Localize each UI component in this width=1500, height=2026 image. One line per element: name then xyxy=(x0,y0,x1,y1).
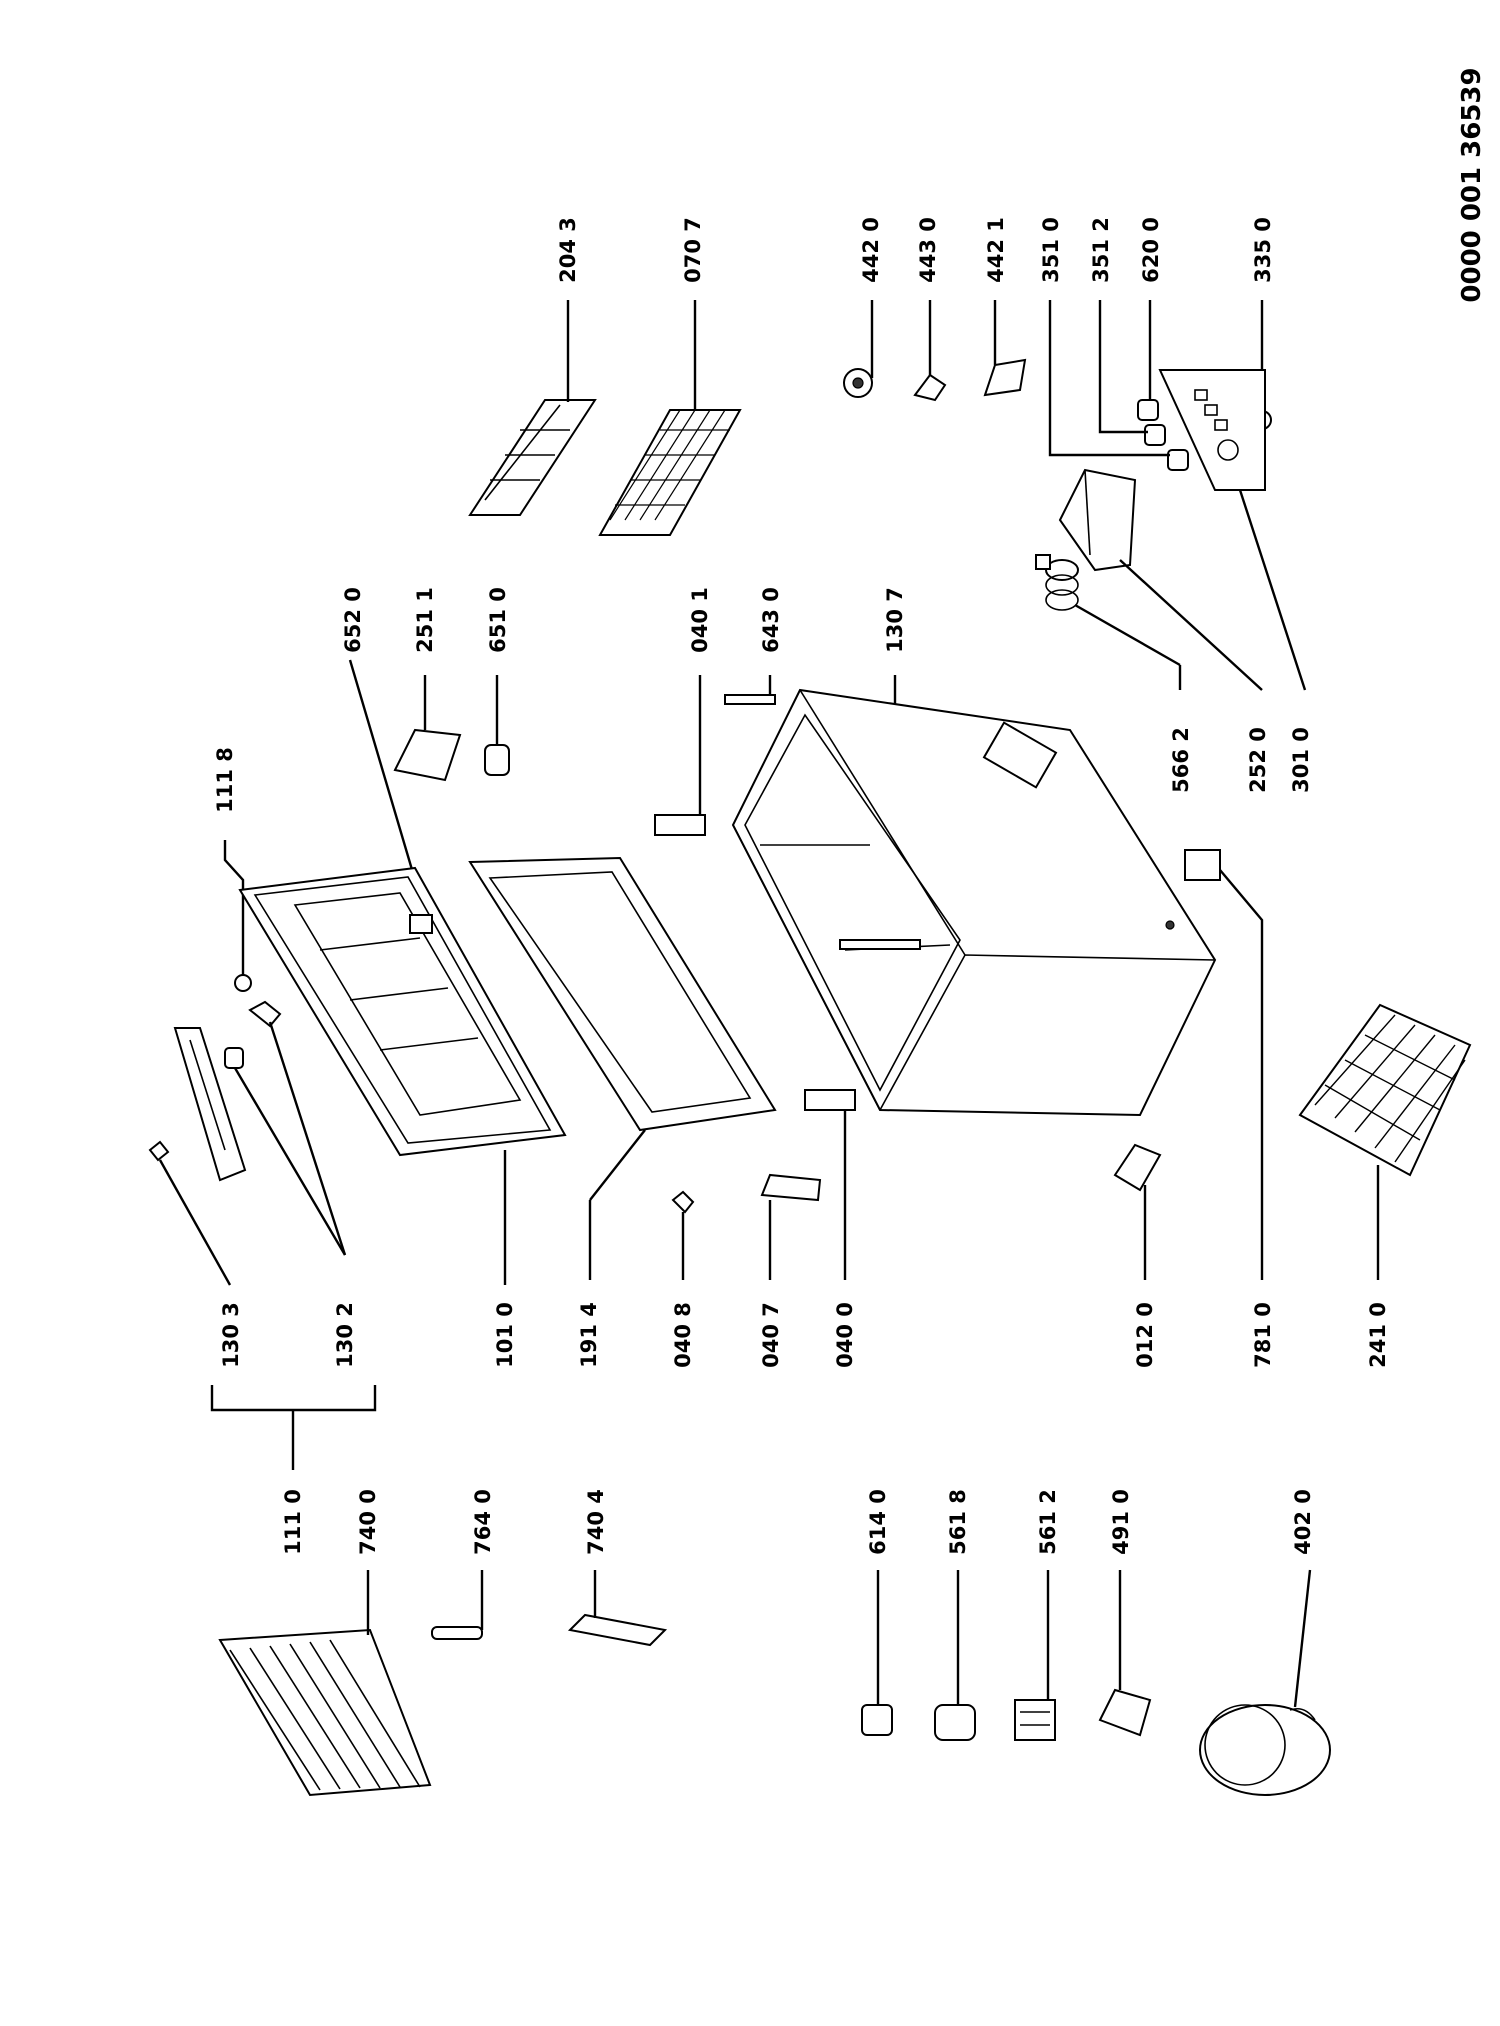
part-101-0-lid xyxy=(238,866,567,1285)
part-442-1-bracket xyxy=(983,300,1027,397)
label-764-0: 764 0 xyxy=(471,1489,495,1555)
label-620-0: 620 0 xyxy=(1139,217,1163,283)
part-443-0-bracket xyxy=(913,300,947,402)
part-351-2-lamp xyxy=(1098,300,1166,446)
label-040-7: 040 7 xyxy=(759,1302,783,1368)
part-643-0-strip xyxy=(724,675,776,705)
part-620-0-lamp xyxy=(1137,300,1159,421)
part-402-0-compressor xyxy=(1199,1569,1331,1796)
part-740-4-bracket xyxy=(567,1570,668,1647)
part-561-2-starter xyxy=(1014,1570,1056,1741)
label-561-2: 561 2 xyxy=(1036,1489,1060,1555)
part-191-4-gasket xyxy=(468,856,777,1280)
label-491-0: 491 0 xyxy=(1109,1489,1133,1555)
leader-652-0 xyxy=(348,659,420,891)
label-040-1: 040 1 xyxy=(688,587,712,653)
label-111-8: 111 8 xyxy=(213,747,237,813)
part-040-7-hinge-cover xyxy=(760,1173,822,1280)
part-251-1-component xyxy=(393,675,462,782)
label-740-0: 740 0 xyxy=(356,1489,380,1555)
part-252-0-relay-housing xyxy=(1058,468,1263,691)
part-561-8-overload xyxy=(934,1570,976,1741)
part-442-0-thermostat xyxy=(843,300,874,398)
label-301-0: 301 0 xyxy=(1289,727,1313,793)
part-cabinet-body xyxy=(731,688,1217,1117)
part-070-7-grille xyxy=(598,300,742,536)
part-491-0-cover xyxy=(1098,1570,1152,1737)
reference-number: 0000 001 36539 xyxy=(1457,67,1487,302)
part-764-0-filter-drier xyxy=(431,1570,484,1640)
part-204-3-shelf-tray xyxy=(468,300,597,516)
part-651-0-lamp-holder xyxy=(484,675,510,776)
label-252-0: 252 0 xyxy=(1246,727,1270,793)
part-040-8-screw xyxy=(671,1190,695,1280)
part-781-0-plate xyxy=(1184,849,1264,1280)
label-130-3: 130 3 xyxy=(219,1302,243,1368)
part-130-3-handle xyxy=(148,1027,247,1286)
part-241-0-basket xyxy=(1298,1003,1472,1280)
label-101-0: 101 0 xyxy=(493,1302,517,1368)
part-040-0-hinge xyxy=(804,1089,856,1280)
label-130-2: 130 2 xyxy=(333,1302,357,1368)
label-402-0: 402 0 xyxy=(1291,1489,1315,1555)
part-566-2-spring xyxy=(1035,554,1182,690)
label-614-0: 614 0 xyxy=(866,1489,890,1555)
label-040-0: 040 0 xyxy=(833,1302,857,1368)
part-740-0-condenser xyxy=(218,1570,432,1797)
label-335-0: 335 0 xyxy=(1251,217,1275,283)
part-614-0-relay xyxy=(861,1570,893,1736)
label-561-8: 561 8 xyxy=(946,1489,970,1555)
label-643-0: 643 0 xyxy=(759,587,783,653)
label-442-0: 442 0 xyxy=(859,217,883,283)
label-130-7: 130 7 xyxy=(883,587,907,653)
label-351-0: 351 0 xyxy=(1039,217,1063,283)
label-351-2: 351 2 xyxy=(1089,217,1113,283)
part-351-0-lamp xyxy=(1048,300,1189,471)
label-651-0: 651 0 xyxy=(486,587,510,653)
bracket-111-0 xyxy=(210,1385,377,1470)
part-040-1-hinge xyxy=(654,675,706,836)
label-040-8: 040 8 xyxy=(671,1302,695,1368)
part-130-2-hinge-cover xyxy=(224,1000,347,1256)
label-012-0: 012 0 xyxy=(1133,1302,1157,1368)
label-652-0: 652 0 xyxy=(341,587,365,653)
label-566-2: 566 2 xyxy=(1169,727,1193,793)
label-241-0: 241 0 xyxy=(1366,1302,1390,1368)
label-443-0: 443 0 xyxy=(916,217,940,283)
label-740-4: 740 4 xyxy=(584,1489,608,1555)
label-781-0: 781 0 xyxy=(1251,1302,1275,1368)
part-012-0-bracket xyxy=(1113,1143,1162,1280)
label-251-1: 251 1 xyxy=(413,587,437,653)
label-204-3: 204 3 xyxy=(556,217,580,283)
label-111-0: 111 0 xyxy=(281,1489,305,1555)
part-111-8-button xyxy=(223,840,252,992)
label-191-4: 191 4 xyxy=(577,1302,601,1368)
label-442-1: 442 1 xyxy=(984,217,1008,283)
label-070-7: 070 7 xyxy=(681,217,705,283)
part-301-0-control-panel xyxy=(1158,369,1307,691)
